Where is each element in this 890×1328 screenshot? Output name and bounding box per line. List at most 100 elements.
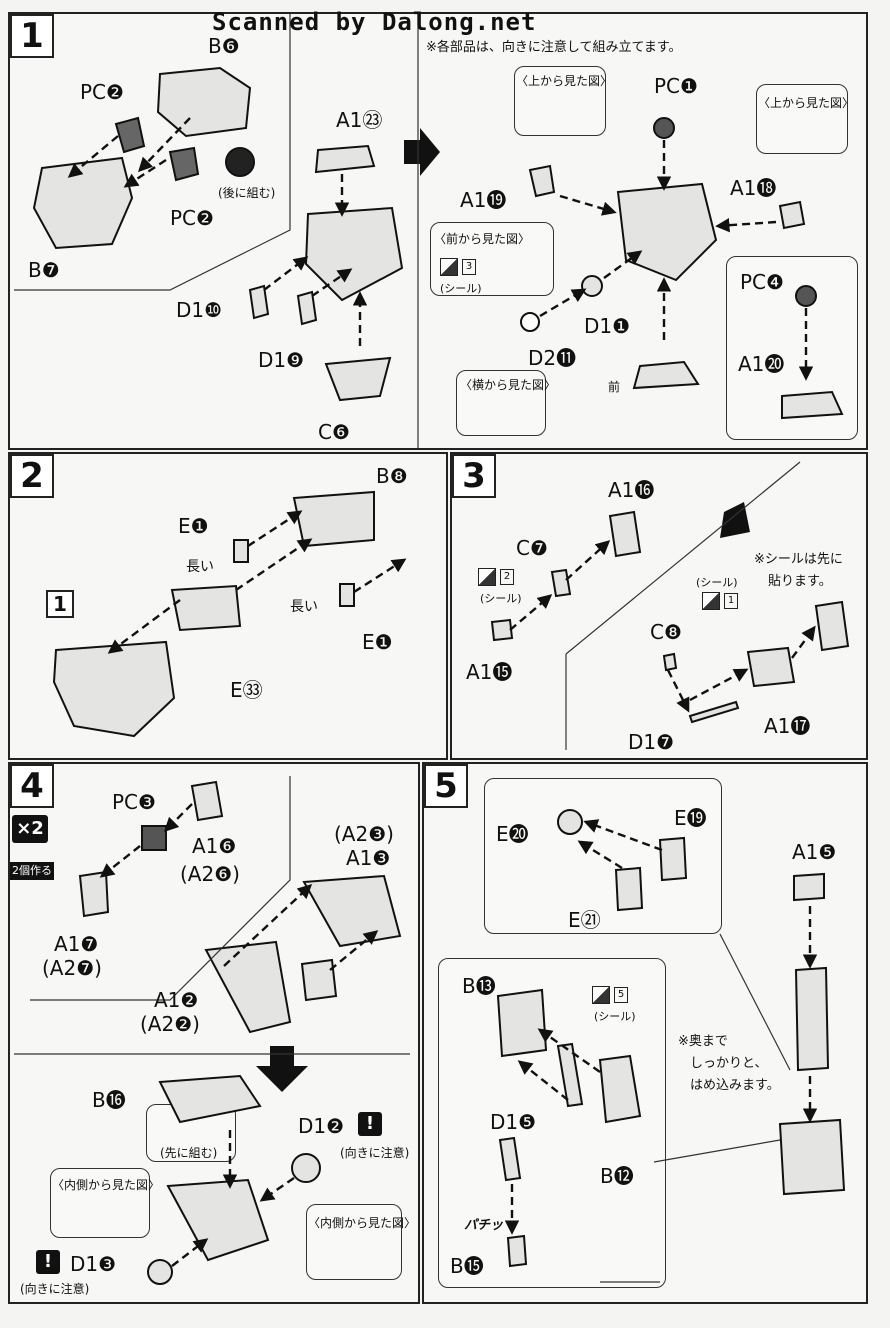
label-later: (後に組む) [218,186,276,200]
part-a13 [302,874,402,948]
part-pc4 [795,285,817,307]
part-a17 [78,870,110,918]
label-d13: D1❸ [70,1252,117,1276]
part-a15 [793,872,825,902]
label-d15: D1❺ [490,1110,537,1134]
label-a12: A1❷ [154,988,199,1012]
part-leg-lower [778,1118,846,1196]
label-d12: D1❷ [298,1114,345,1138]
label-b8: B❽ [376,464,408,488]
part-base [632,360,700,390]
label-d211: D2⓫ [528,346,577,370]
label-d110: D1❿ [176,298,223,322]
part-d17 [688,700,740,724]
part-d12 [291,1153,321,1183]
make-two-label: 2個作る [10,862,54,880]
part-a115 [490,618,514,642]
label-a16: A1❻ [192,834,237,858]
step-1-note: ※各部品は、向きに注意して組み立てます。 [426,40,682,55]
label-first: (先に組む) [160,1146,218,1160]
part-d11 [581,275,603,297]
label-c6: C❻ [318,420,350,444]
label-caution-a: (向きに注意) [340,1146,410,1160]
sticker-label-2: (シール) [480,592,522,605]
label-a22: (A2❷) [140,1012,200,1036]
label-e33: E㉝ [230,678,263,702]
label-b7: B❼ [28,258,60,282]
sticker-label-5: (シール) [594,1010,636,1023]
part-e19 [658,836,688,882]
part-pc3 [141,825,167,851]
step-2-number: 2 [10,454,54,498]
label-a116: A1⓰ [608,478,655,502]
part-a116 [608,510,642,558]
part-a16 [190,780,224,822]
part-c6 [324,356,392,402]
step-3-note-2: 貼ります。 [768,574,832,589]
part-c8 [662,652,678,672]
part-b7 [32,156,134,250]
label-inside-view-b: 〈内側から見た図〉 [308,1216,417,1230]
part-b15 [506,1234,528,1268]
label-a118: A1⓲ [730,176,777,200]
part-e1b [339,583,355,607]
step4-inside-view-box-b [306,1204,402,1280]
step-5-number: 5 [424,764,468,808]
part-b13 [496,988,548,1058]
sticker-label-3: (シール) [696,576,738,589]
label-e1a: E❶ [178,514,209,538]
part-assembly-1 [52,640,176,738]
part-a117-target [814,600,850,652]
step1-top-view-box-b [756,84,848,154]
label-pc4: PC❹ [740,270,784,294]
part-e33 [170,584,242,632]
step4-inside-view-box-a [50,1168,150,1238]
part-a119 [528,164,556,198]
exclamation-icon: ! [358,1112,382,1136]
part-a120 [781,390,844,420]
label-b6: B❻ [208,34,240,58]
label-side-view: 〈横から見た図〉 [460,378,557,392]
label-pc3: PC❸ [112,790,156,814]
sticker-icon [478,568,496,586]
step-5-note-1: ※奥まで [678,1034,728,1049]
label-top-view-b: 〈上から見た図〉 [758,96,855,110]
label-a13: A1❸ [346,846,391,870]
step-5-note-3: はめ込みます。 [690,1078,780,1093]
label-a27: (A2❼) [42,956,102,980]
step-3-note-1: ※シールは先に [754,552,843,567]
label-front: 前 [608,380,621,394]
sticker-2: 2 [478,568,514,586]
part-later-circle [225,147,255,177]
part-pc2-a [114,116,146,154]
part-e21 [614,866,644,912]
label-a23: (A2❸) [334,822,394,846]
label-a17: A1❼ [54,932,99,956]
step-1-number: 1 [10,14,54,58]
label-a117: A1⓱ [764,714,811,738]
part-leg [794,966,830,1072]
step1-top-view-box-a [514,66,606,136]
watermark: Scanned by Dalong.net [212,8,537,36]
part-a117 [746,646,796,688]
part-a12 [204,940,292,1034]
part-pc1 [653,117,675,139]
step-4-number: 4 [10,764,54,808]
label-e1b: E❶ [362,630,393,654]
step5-main-box [438,958,666,1288]
label-b16: B⓰ [92,1088,126,1112]
step-5-note-2: しっかりと、 [690,1056,768,1071]
label-top-view-a: 〈上から見た図〉 [516,74,613,88]
sticker-3: 3 [440,258,476,276]
label-a15: A1❺ [792,840,837,864]
part-core [304,206,404,302]
part-joint [300,958,338,1002]
part-b8 [292,490,375,548]
label-e21: E㉑ [568,908,601,932]
sticker-1: 1 [702,592,738,610]
part-arm [166,1178,270,1262]
sticker-label-1: (シール) [440,282,482,295]
sticker-icon [440,258,458,276]
